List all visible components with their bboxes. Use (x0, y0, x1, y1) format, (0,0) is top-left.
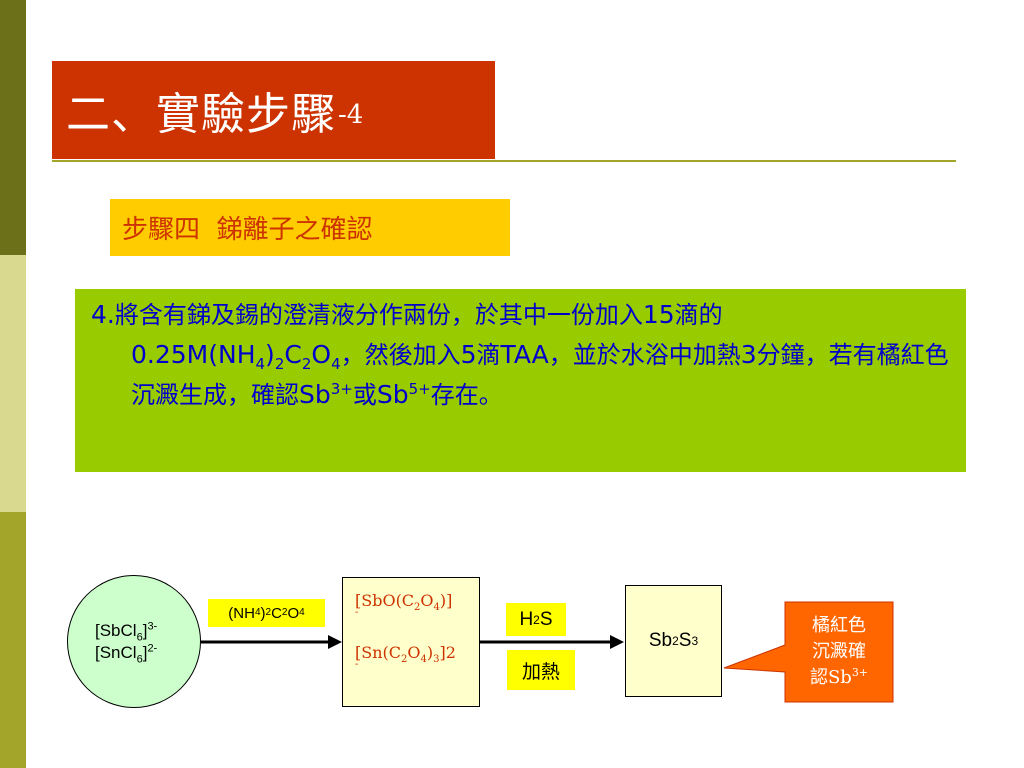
arrow-head-1 (328, 635, 342, 649)
complex-sn: [Sn(C2O4)3]2- (355, 643, 456, 670)
start-solution-circle: [SbCl6]3- [SnCl6]2- (67, 575, 201, 708)
side-bar-middle (0, 255, 26, 512)
arrow-head-2 (610, 635, 624, 649)
side-bar-top (0, 0, 26, 255)
step-subtitle: 步驟四 銻離子之確認 (110, 199, 510, 256)
slide-title-suffix: -4 (338, 100, 364, 130)
callout-line-3: 認Sb3+ (809, 666, 869, 688)
side-bar-bottom (0, 512, 26, 768)
slide-title-box: 二、實驗步驟-4 (52, 61, 495, 159)
instruction-panel: 4.將含有銻及錫的澄清液分作兩份，於其中一份加入15滴的0.25M(NH4)2C… (75, 289, 966, 472)
callout-line-1: 橘紅色 (812, 615, 866, 636)
complex-box: [SbO(C2O4)]- [Sn(C2O4)3]2- (342, 577, 480, 707)
heat-label: 加熱 (507, 650, 575, 690)
callout-shape (723, 601, 894, 703)
title-underline (52, 160, 956, 162)
instruction-text: 4.將含有銻及錫的澄清液分作兩份，於其中一份加入15滴的0.25M(NH4)2C… (91, 300, 949, 409)
callout-line-2: 沉澱確 (812, 641, 866, 662)
callout-text: 橘紅色 沉澱確 認Sb3+ (787, 604, 891, 700)
slide-title: 二、實驗步驟 (66, 89, 336, 140)
start-line-sb: [SbCl6]3- (95, 619, 158, 643)
complex-sb: [SbO(C2O4)]- (355, 591, 453, 618)
start-line-sn: [SnCl6]2- (95, 641, 158, 665)
